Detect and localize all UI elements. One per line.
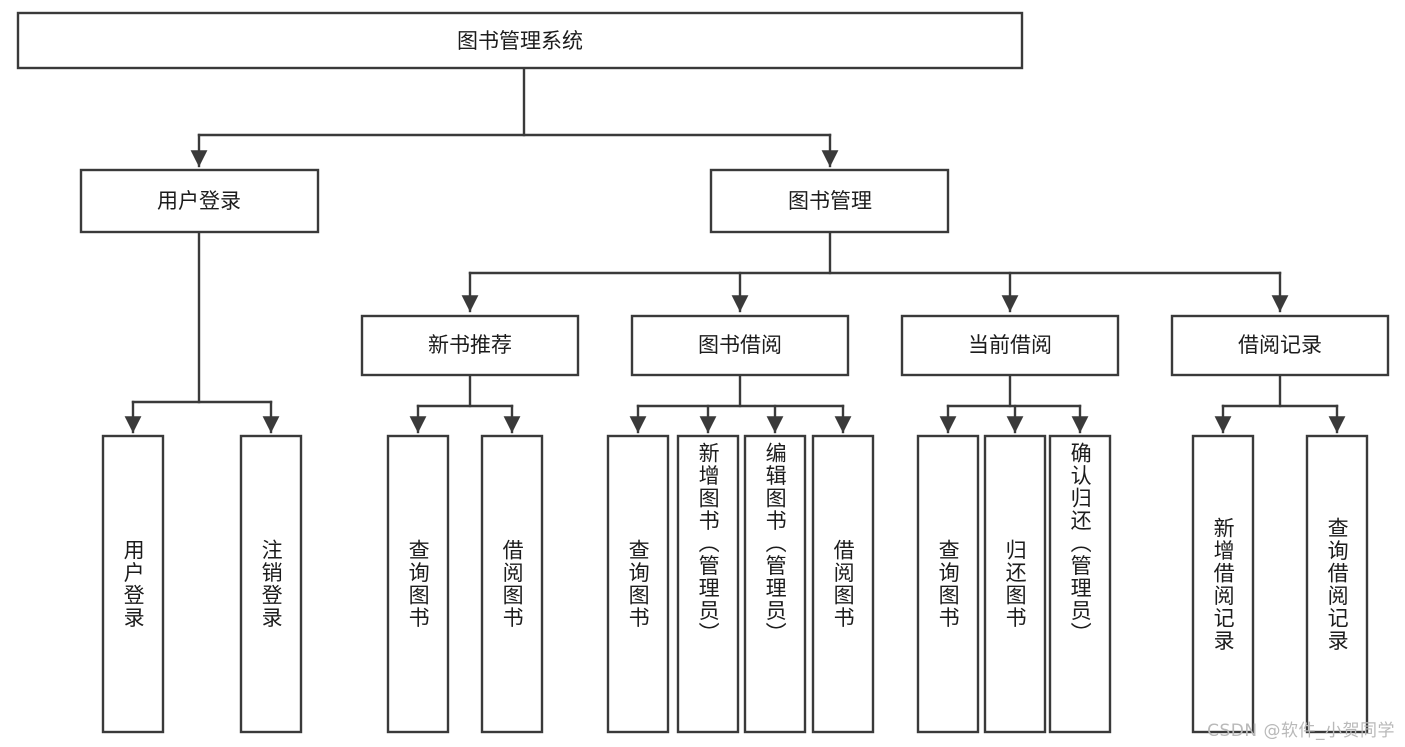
leaf-box-add-borrow-record[interactable] [1191,434,1255,734]
leaf-box-confirm-return-admin[interactable] [1048,434,1112,734]
node-root-label: 图书管理系统 [457,29,583,53]
leaf-box-query-book-a[interactable] [386,434,450,734]
leaf-box-borrow-book-a[interactable] [480,434,544,734]
node-current-borrow-box[interactable] [900,314,1120,377]
leaf-box-borrow-book-b[interactable] [811,434,875,734]
leaf-box-edit-book-admin[interactable] [743,434,807,734]
leaf-box-add-book-admin[interactable] [676,434,740,734]
node-book-borrow-box[interactable] [630,314,850,377]
node-new-book-recommend-label: 新书推荐 [428,333,512,357]
node-current-borrow-label: 当前借阅 [968,333,1052,357]
node-user-login-label: 用户登录 [157,189,241,213]
leaf-box-return-book[interactable] [983,434,1047,734]
node-book-management-label: 图书管理 [788,189,872,213]
node-new-book-recommend-box[interactable] [360,314,580,377]
leaf-box-user-login[interactable] [101,434,165,734]
node-user-login-box[interactable] [79,168,320,234]
node-book-borrow-label: 图书借阅 [698,333,782,357]
node-borrow-records-label: 借阅记录 [1238,333,1322,357]
leaf-box-logout[interactable] [239,434,303,734]
node-book-management-box[interactable] [709,168,950,234]
leaf-box-query-book-c[interactable] [916,434,980,734]
leaf-box-query-borrow-record[interactable] [1305,434,1369,734]
node-borrow-records-box[interactable] [1170,314,1390,377]
node-root-box[interactable] [16,11,1024,70]
leaf-box-query-book-b[interactable] [606,434,670,734]
watermark-text: CSDN @软件_小贺同学 [1207,721,1395,741]
